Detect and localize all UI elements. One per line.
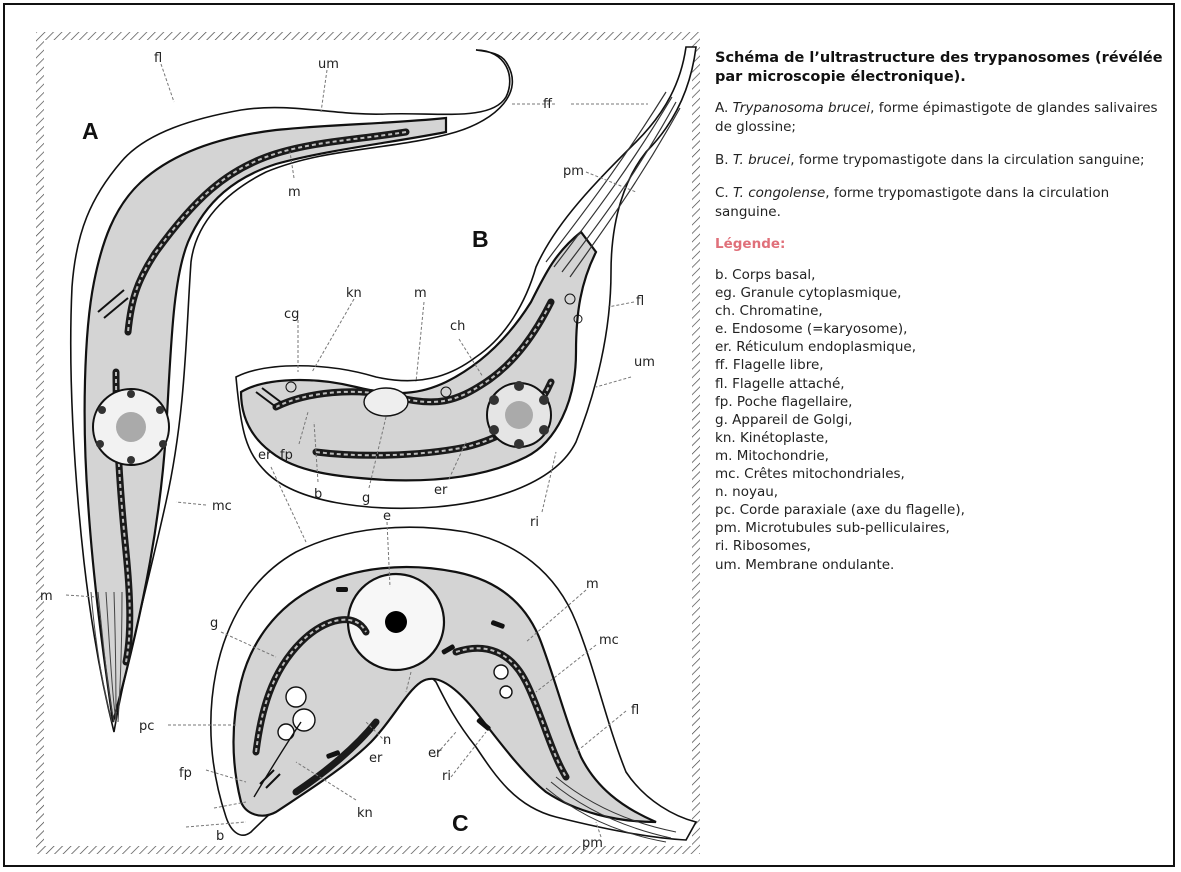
trypanosome-diagram: A B C <box>36 32 700 854</box>
label-pc: pc <box>139 719 154 734</box>
label-mc-a: mc <box>212 499 232 514</box>
legend-entry: um. Membrane ondulante. <box>715 556 1165 574</box>
label-b-c: b <box>216 829 224 844</box>
legend-entry: mc. Crêtes mitochondriales, <box>715 465 1165 483</box>
label-um-a: um <box>318 57 339 72</box>
label-kn-b: kn <box>346 286 362 301</box>
legend-entry: kn. Kinétoplaste, <box>715 429 1165 447</box>
legend-entry: fp. Poche flagellaire, <box>715 393 1165 411</box>
species-name: Trypanosoma brucei <box>733 100 871 116</box>
label-kn-c: kn <box>357 806 373 821</box>
label-ri-c: ri <box>442 769 451 784</box>
species-name: T. congolense <box>733 185 825 201</box>
panel-label-c: C <box>452 810 469 836</box>
label-fp-c: fp <box>179 766 192 781</box>
legend-entry: pm. Microtubules sub-pelliculaires, <box>715 519 1165 537</box>
legend-item-c: C. T. congolense, forme trypomastigote d… <box>715 184 1165 222</box>
legend-entry: ff. Flagelle libre, <box>715 356 1165 374</box>
label-m-c: m <box>586 577 599 592</box>
label-fl-b: fl <box>636 294 644 309</box>
legend-title: Schéma de l’ultrastructure des trypanoso… <box>715 49 1165 87</box>
label-ff: ff <box>543 97 553 112</box>
label-n: n <box>383 733 391 748</box>
panel-label-a: A <box>82 118 99 144</box>
legend-entry: g. Appareil de Golgi, <box>715 411 1165 429</box>
figure-frame: A B C <box>3 3 1175 867</box>
panel-label-b: B <box>472 226 489 252</box>
legend-entry: ri. Ribosomes, <box>715 537 1165 555</box>
legend-entry: pc. Corde paraxiale (axe du flagelle), <box>715 501 1165 519</box>
label-ri-b: ri <box>530 515 539 530</box>
label-er-b: er <box>434 483 448 498</box>
label-fl-c: fl <box>631 703 639 718</box>
legend-entry: fl. Flagelle attaché, <box>715 375 1165 393</box>
label-ch: ch <box>450 319 465 334</box>
label-pm-c: pm <box>582 836 603 851</box>
label-pm-b: pm <box>563 164 584 179</box>
legend-heading: Légende: <box>715 236 1165 252</box>
legend-panel: Schéma de l’ultrastructure des trypanoso… <box>715 49 1165 574</box>
legend-item-a: A. Trypanosoma brucei, forme épimastigot… <box>715 99 1165 137</box>
label-cg: cg <box>284 307 299 322</box>
label-g-b: g <box>362 491 370 506</box>
legend-entry: e. Endosome (=karyosome), <box>715 320 1165 338</box>
label-er-c3: er <box>428 746 442 761</box>
label-er-c: er <box>258 448 272 463</box>
legend-entry: m. Mitochondrie, <box>715 447 1165 465</box>
label-g-c: g <box>210 616 218 631</box>
diagram-canvas: A B C <box>36 32 700 854</box>
label-mc-c: mc <box>599 633 619 648</box>
species-name: T. brucei <box>733 152 790 168</box>
label-b-b: b <box>314 487 322 502</box>
legend-entry: er. Réticulum endoplasmique, <box>715 338 1165 356</box>
legend-entry: b. Corps basal, <box>715 266 1165 284</box>
label-er-c2: er <box>369 751 383 766</box>
legend-entry: n. noyau, <box>715 483 1165 501</box>
label-um-b: um <box>634 355 655 370</box>
label-fl-a: fl <box>154 51 162 66</box>
legend-item-b: B. T. brucei, forme trypomastigote dans … <box>715 151 1165 170</box>
label-m-a-top: m <box>288 185 301 200</box>
legend-entry: ch. Chromatine, <box>715 302 1165 320</box>
legend-entry: eg. Granule cytoplasmique, <box>715 284 1165 302</box>
label-fp-b: fp <box>280 448 293 463</box>
label-e: e <box>383 509 391 524</box>
legend-entries: b. Corps basal, eg. Granule cytoplasmiqu… <box>715 266 1165 574</box>
cell-c <box>211 527 696 842</box>
label-m-b: m <box>414 286 427 301</box>
label-m-a: m <box>40 589 53 604</box>
